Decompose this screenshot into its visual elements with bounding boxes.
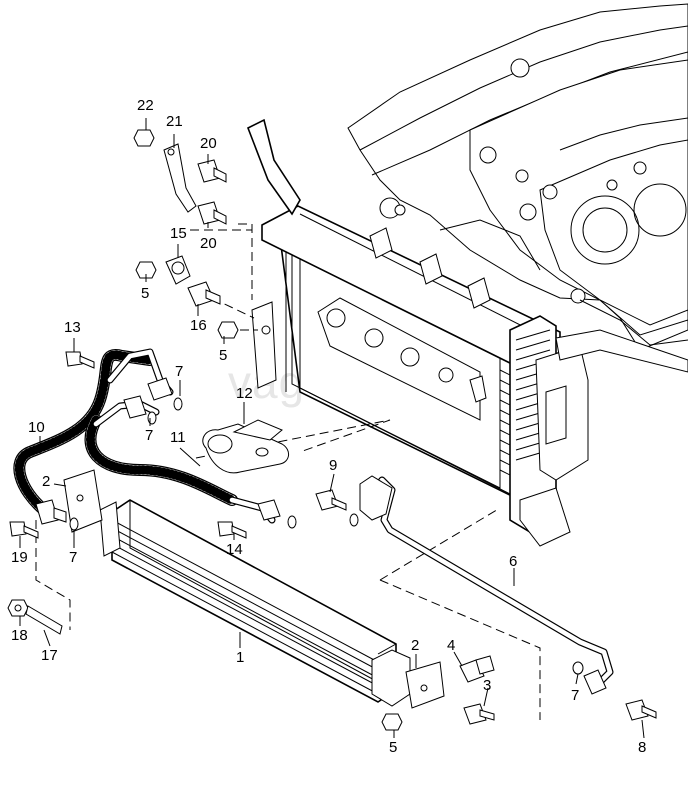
fittings-mid	[217, 489, 359, 539]
callout-22: 22	[137, 97, 154, 114]
callout-12: 12	[236, 385, 253, 402]
callout-15: 15	[170, 225, 187, 242]
callout-3: 3	[483, 677, 491, 694]
callout-1: 1	[236, 649, 244, 666]
callout-5-middle: 5	[219, 347, 227, 364]
fasteners-left	[7, 499, 79, 635]
callout-8: 8	[638, 739, 646, 756]
callout-labels: 22 21 20 20 15 5 16 5 13 7 7 12 11 10 2 …	[11, 97, 646, 756]
callout-17: 17	[41, 647, 58, 664]
callout-7-upper: 7	[175, 363, 183, 380]
callout-5-lower: 5	[389, 739, 397, 756]
pipe-6	[359, 475, 614, 695]
callout-16: 16	[190, 317, 207, 334]
callout-14: 14	[226, 541, 243, 558]
callout-5-upper: 5	[141, 285, 149, 302]
hose-10	[13, 349, 156, 516]
callout-10: 10	[28, 419, 45, 436]
callout-2-left: 2	[42, 473, 50, 490]
callout-4: 4	[447, 637, 455, 654]
callout-20-upper: 20	[200, 135, 217, 152]
fasteners-far-right	[572, 661, 657, 721]
callout-9: 9	[329, 457, 337, 474]
bracket-2-right	[405, 661, 445, 709]
hose-11	[84, 414, 238, 506]
callout-20-lower: 20	[200, 235, 217, 252]
callout-19: 19	[11, 549, 28, 566]
engine-block	[347, 3, 688, 351]
callout-7-lower-right: 7	[571, 687, 579, 704]
bracket-group-top	[133, 129, 227, 225]
bracket-2-left	[63, 469, 103, 533]
callout-7-middle: 7	[145, 427, 153, 444]
clip-group	[135, 255, 239, 339]
fasteners-right	[381, 655, 495, 731]
callout-11: 11	[170, 429, 186, 446]
callout-2-right: 2	[411, 637, 419, 654]
callout-18: 18	[11, 627, 28, 644]
oil-cooler	[99, 499, 411, 707]
callout-7-lower-left: 7	[69, 549, 77, 566]
flange-12	[202, 419, 289, 474]
radiator	[246, 118, 688, 547]
callout-13: 13	[64, 319, 81, 336]
callout-leaders	[19, 118, 645, 739]
metal-pipes-top	[65, 348, 183, 428]
callout-6: 6	[509, 553, 517, 570]
callout-21: 21	[166, 113, 183, 130]
